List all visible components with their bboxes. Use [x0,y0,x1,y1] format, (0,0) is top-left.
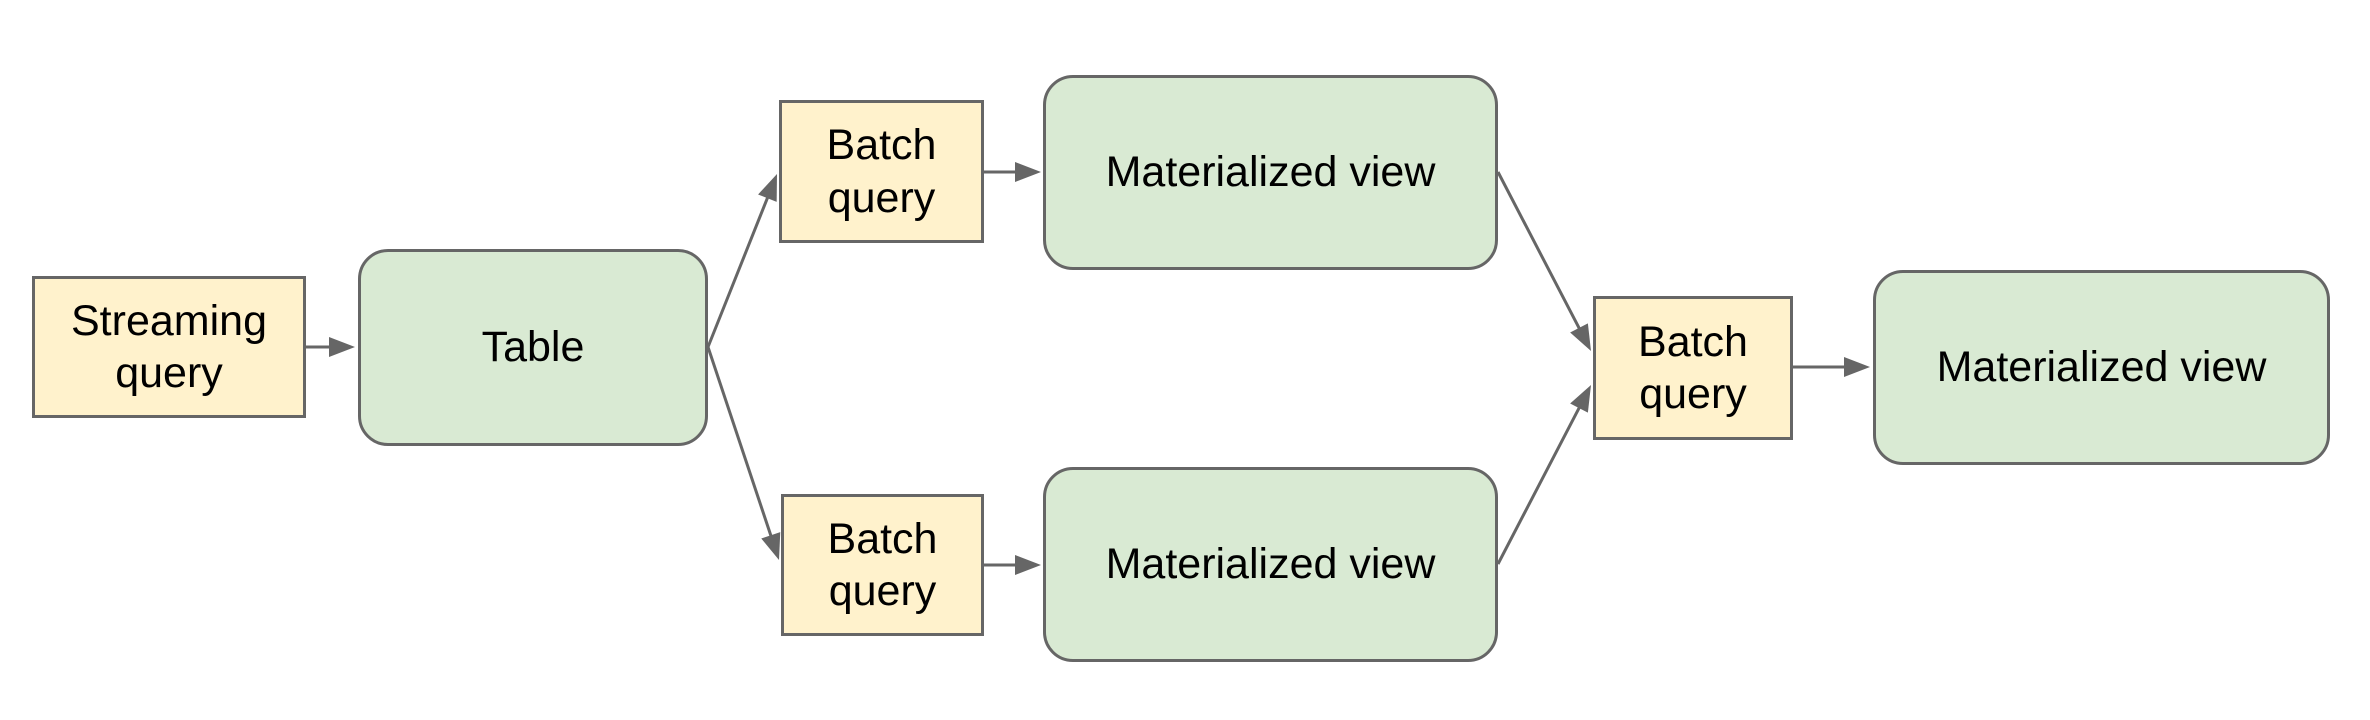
node-materialized-view-top: Materialized view [1043,75,1498,270]
node-batch-query-top-label: Batch query [826,121,937,222]
arrowhead-batch-query-right-to-materialized-view-final [1844,357,1870,377]
connector-materialized-view-bottom-to-batch-query-right [1496,403,1583,565]
node-materialized-view-top-label: Materialized view [1105,148,1436,197]
node-table-label: Table [481,323,585,372]
node-materialized-view-final: Materialized view [1873,270,2330,465]
node-streaming-query: Streaming query [32,276,306,418]
arrowhead-table-to-batch-query-top [758,174,777,202]
node-streaming-query-label: Streaming query [71,296,267,397]
connector-table-to-batch-query-bottom [706,346,774,540]
connector-table-to-batch-query-top [706,193,771,348]
arrowhead-table-to-batch-query-bottom [761,532,781,560]
arrowhead-batch-query-top-to-materialized-view-top [1015,162,1041,182]
node-batch-query-right: Batch query [1593,296,1793,440]
arrowhead-streaming-query-to-table [329,337,355,357]
node-batch-query-bottom-label: Batch query [827,514,938,615]
node-batch-query-right-label: Batch query [1638,317,1748,418]
arrowhead-batch-query-bottom-to-materialized-view-bottom [1015,555,1041,575]
node-materialized-view-bottom-label: Materialized view [1105,540,1436,589]
node-materialized-view-final-label: Materialized view [1936,343,2267,392]
node-batch-query-top: Batch query [779,100,984,243]
node-batch-query-bottom: Batch query [781,494,984,636]
connector-materialized-view-top-to-batch-query-right [1496,171,1583,333]
node-materialized-view-bottom: Materialized view [1043,467,1498,662]
arrowhead-materialized-view-top-to-batch-query-right [1570,323,1591,351]
arrowhead-materialized-view-bottom-to-batch-query-right [1570,385,1591,413]
node-table: Table [358,249,708,446]
